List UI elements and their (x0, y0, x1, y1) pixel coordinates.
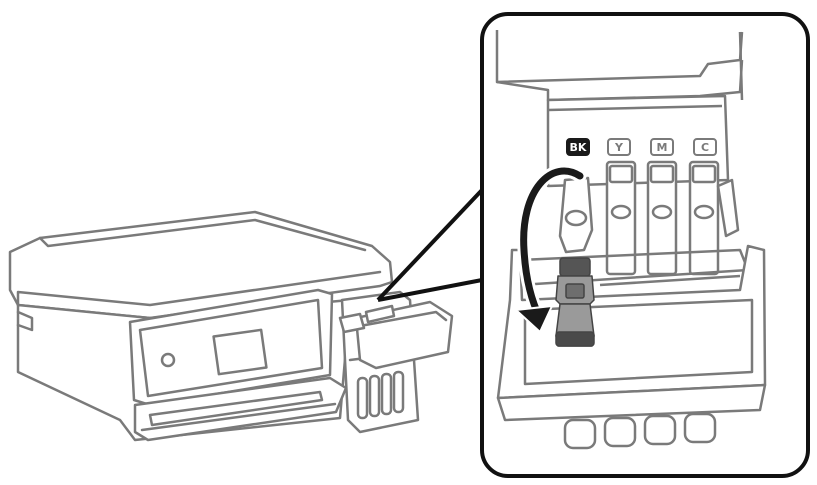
ink-label-text: BK (570, 141, 587, 154)
lcd-screen (212, 328, 268, 376)
ink-label-y: Y (607, 138, 631, 156)
curved-down-arrow-icon (513, 164, 587, 334)
ink-label-text: Y (614, 141, 624, 154)
tank-housing (546, 94, 730, 188)
ink-label-c: C (693, 138, 717, 156)
ink-label-bk: BK (566, 138, 590, 156)
ink-label-text: M (657, 141, 668, 154)
ink-label-text: C (701, 141, 709, 154)
ink-labels: BK Y M C (566, 138, 717, 156)
callout-connector (376, 188, 484, 302)
zoom-callout: BK Y M C (480, 12, 810, 478)
ink-label-m: M (650, 138, 674, 156)
printer (8, 210, 454, 442)
ink-bottle (555, 257, 595, 347)
power-button-icon (160, 352, 176, 368)
